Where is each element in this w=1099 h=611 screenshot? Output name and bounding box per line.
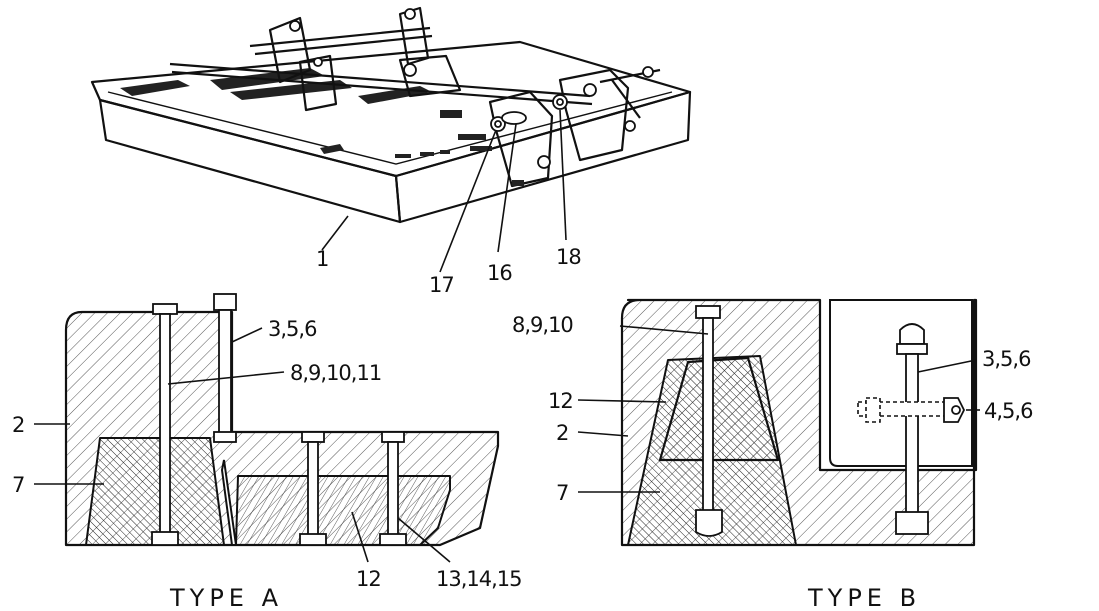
callout-b-8-9-10: 8,9,10 xyxy=(512,313,709,337)
callout-a-13-14-15: 13,14,15 xyxy=(397,517,523,591)
svg-text:13,14,15: 13,14,15 xyxy=(436,567,522,591)
svg-text:3,5,6: 3,5,6 xyxy=(982,347,1031,371)
callout-part-18: 18 xyxy=(556,109,582,269)
svg-text:1: 1 xyxy=(316,247,328,271)
callout-part-17: 17 xyxy=(429,129,497,297)
callout-part-1: 1 xyxy=(316,215,349,271)
callout-b-3-5-6: 3,5,6 xyxy=(917,347,1032,373)
type-a-section xyxy=(64,293,500,547)
callout-b-2: 2 xyxy=(556,421,629,445)
svg-text:17: 17 xyxy=(429,273,454,297)
svg-text:8,9,10: 8,9,10 xyxy=(512,313,573,337)
callout-a-12: 12 xyxy=(351,511,382,591)
svg-text:12: 12 xyxy=(548,389,573,413)
svg-text:4,5,6: 4,5,6 xyxy=(984,399,1033,423)
type-b-caption: TYPE B xyxy=(807,584,921,611)
type-a-caption: TYPE A xyxy=(169,584,283,611)
callout-a-7: 7 xyxy=(12,473,104,497)
svg-text:7: 7 xyxy=(556,481,568,505)
svg-text:8,9,10,11: 8,9,10,11 xyxy=(290,361,381,385)
svg-text:7: 7 xyxy=(12,473,24,497)
svg-text:16: 16 xyxy=(487,261,512,285)
svg-text:18: 18 xyxy=(556,245,581,269)
svg-text:3,5,6: 3,5,6 xyxy=(268,317,317,341)
callout-a-8-9-10-11: 8,9,10,11 xyxy=(167,361,382,385)
callout-part-16: 16 xyxy=(487,123,517,285)
svg-text:2: 2 xyxy=(12,413,24,437)
callout-b-4-5-6: 4,5,6 xyxy=(966,399,1034,423)
callout-a-2: 2 xyxy=(12,413,70,437)
callout-a-3-5-6: 3,5,6 xyxy=(231,317,318,343)
callout-b-12: 12 xyxy=(548,389,667,413)
type-b-section xyxy=(620,298,978,547)
machine-base-assembly xyxy=(90,6,692,224)
callout-b-7: 7 xyxy=(556,481,660,505)
svg-text:12: 12 xyxy=(356,567,381,591)
svg-text:2: 2 xyxy=(556,421,568,445)
